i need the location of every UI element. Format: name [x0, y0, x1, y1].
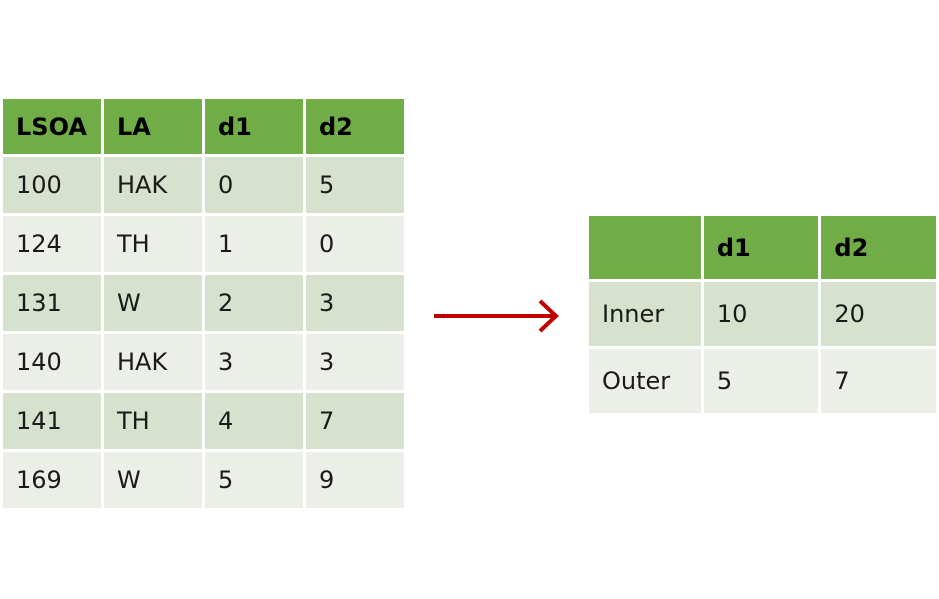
cell-d1: 1 — [205, 216, 303, 272]
result-table: d1 d2 Inner 10 20 Outer 5 7 — [586, 213, 939, 416]
cell-lsoa: 131 — [3, 275, 101, 331]
table-row: 124 TH 1 0 — [3, 216, 404, 272]
cell-d2: 0 — [306, 216, 404, 272]
table-row: 169 W 5 9 — [3, 452, 404, 508]
header-la: LA — [104, 99, 202, 154]
cell-la: W — [104, 452, 202, 508]
cell-lsoa: 141 — [3, 393, 101, 449]
cell-la: TH — [104, 393, 202, 449]
cell-d1: 5 — [205, 452, 303, 508]
table-row: 140 HAK 3 3 — [3, 334, 404, 390]
header-d1: d1 — [205, 99, 303, 154]
cell-d1: 5 — [703, 349, 819, 413]
result-table-header-row: d1 d2 — [589, 216, 936, 279]
table-row: Outer 5 7 — [589, 349, 936, 413]
table-row: 100 HAK 0 5 — [3, 157, 404, 213]
cell-d2: 9 — [306, 452, 404, 508]
cell-d1: 4 — [205, 393, 303, 449]
cell-d1: 2 — [205, 275, 303, 331]
cell-group: Outer — [589, 349, 701, 413]
cell-d1: 3 — [205, 334, 303, 390]
table-row: Inner 10 20 — [589, 282, 936, 346]
cell-la: W — [104, 275, 202, 331]
header-d1: d1 — [703, 216, 819, 279]
header-d2: d2 — [821, 216, 936, 279]
cell-d2: 3 — [306, 275, 404, 331]
cell-d1: 0 — [205, 157, 303, 213]
cell-lsoa: 100 — [3, 157, 101, 213]
cell-lsoa: 140 — [3, 334, 101, 390]
table-row: 131 W 2 3 — [3, 275, 404, 331]
cell-d1: 10 — [703, 282, 819, 346]
cell-la: HAK — [104, 157, 202, 213]
source-table: LSOA LA d1 d2 100 HAK 0 5 124 TH 1 0 131… — [0, 96, 407, 511]
header-d2: d2 — [306, 99, 404, 154]
cell-d2: 3 — [306, 334, 404, 390]
cell-group: Inner — [589, 282, 701, 346]
cell-lsoa: 124 — [3, 216, 101, 272]
table-row: 141 TH 4 7 — [3, 393, 404, 449]
source-table-header-row: LSOA LA d1 d2 — [3, 99, 404, 154]
cell-d2: 7 — [306, 393, 404, 449]
cell-la: HAK — [104, 334, 202, 390]
arrow-head — [538, 299, 559, 333]
cell-lsoa: 169 — [3, 452, 101, 508]
header-empty — [589, 216, 701, 279]
cell-la: TH — [104, 216, 202, 272]
cell-d2: 20 — [821, 282, 936, 346]
right-arrow-icon — [434, 299, 559, 333]
cell-d2: 7 — [821, 349, 936, 413]
cell-d2: 5 — [306, 157, 404, 213]
header-lsoa: LSOA — [3, 99, 101, 154]
